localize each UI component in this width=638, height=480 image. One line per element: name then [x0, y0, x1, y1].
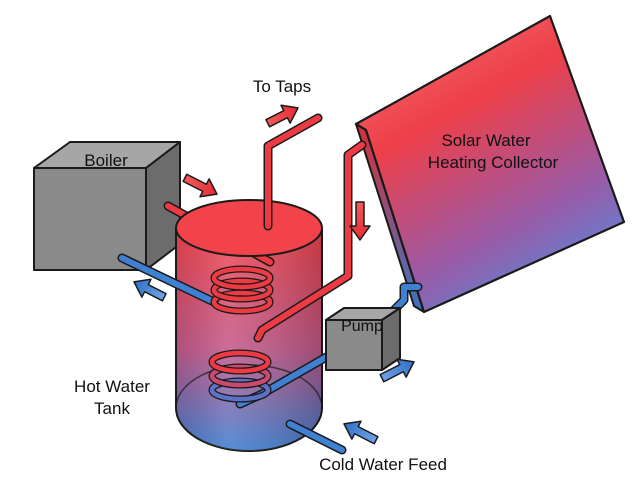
collector-panel — [354, 14, 626, 314]
collector-hot-arrow-icon — [349, 201, 371, 241]
collector-label-line2: Heating Collector — [428, 153, 559, 172]
boiler-hot-arrow-icon — [182, 173, 218, 198]
tank-top — [175, 199, 323, 257]
to-taps-arrow-icon — [265, 104, 299, 128]
solar-collector: Solar Water Heating Collector — [354, 14, 626, 314]
to-taps-label: To Taps — [253, 77, 311, 96]
to-taps-pipe — [263, 113, 323, 231]
collector-label-line1: Solar Water — [441, 131, 530, 150]
pump-side-face — [381, 307, 401, 371]
lower-solar-coil — [208, 349, 272, 403]
cold-feed-pipe — [287, 421, 345, 453]
flow-arrows — [133, 104, 415, 445]
pump: Pump — [325, 307, 401, 371]
boiler-label: Boiler — [84, 151, 128, 170]
boiler-cold-arrow-icon — [133, 278, 167, 302]
tank-label-line1: Hot Water — [74, 377, 150, 396]
hot-water-tank — [175, 227, 323, 452]
pump-arrow-icon — [379, 358, 415, 383]
upper-heating-coil — [210, 265, 274, 315]
tank-label-line2: Tank — [94, 399, 130, 418]
boiler: Boiler — [33, 141, 181, 271]
boiler-front-face — [33, 167, 147, 271]
collector-hot-pipe — [255, 142, 365, 341]
tank-shading — [176, 228, 322, 451]
boiler-cold-pipe — [119, 255, 217, 305]
cold-feed-arrow-icon — [343, 420, 379, 445]
collector-cold-pipe — [389, 284, 421, 315]
cold-water-feed-label: Cold Water Feed — [319, 455, 447, 474]
pump-label: Pump — [341, 318, 383, 335]
